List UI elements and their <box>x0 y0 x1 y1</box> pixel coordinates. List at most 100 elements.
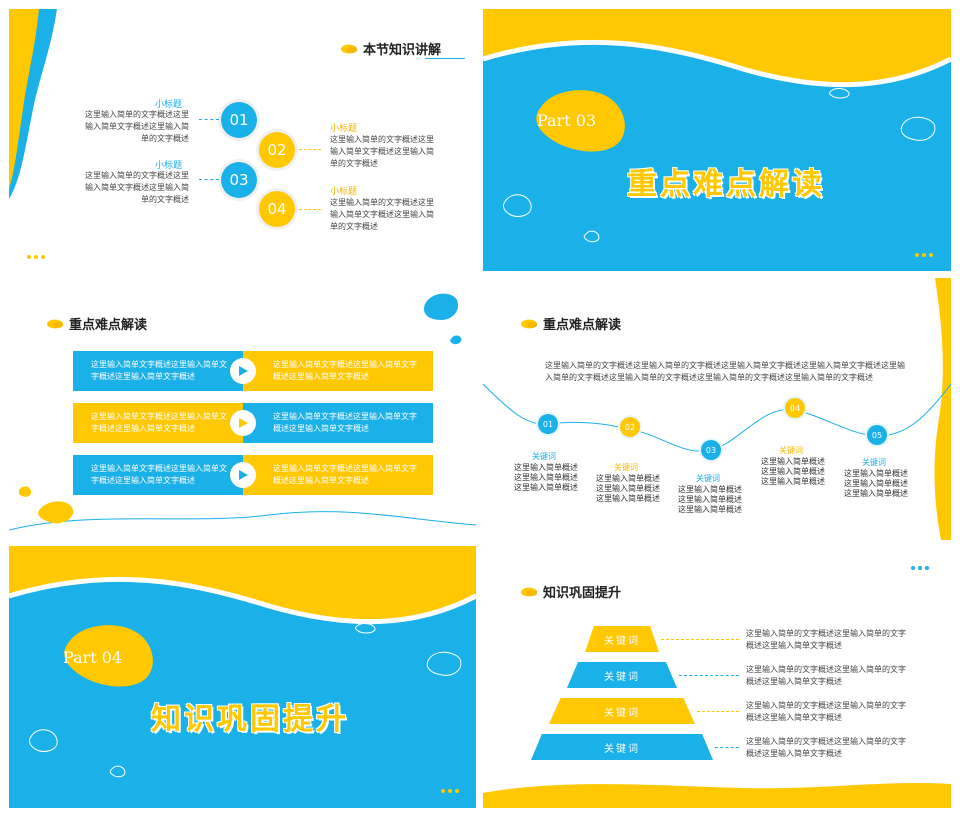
point2-body: 这里输入简单概述这里输入简单概述这里输入简单概述 <box>596 474 660 503</box>
top-wave-band <box>9 546 476 625</box>
left-wave-decoration <box>9 9 57 199</box>
point3-body: 这里输入简单概述这里输入简单概述这里输入简单概述 <box>678 485 742 514</box>
tier1-connector <box>661 639 739 640</box>
outline-blob-3 <box>109 765 126 778</box>
point5-keyword: 关键词 <box>862 458 886 467</box>
item1-connector <box>199 119 219 120</box>
point4-badge: 04 <box>785 398 805 418</box>
item2-connector <box>299 149 321 150</box>
play-icon <box>230 410 256 436</box>
row2-right-text: 这里输入简单文字概述这里输入简单文字概述这里输入简单文字概述 <box>243 403 433 443</box>
bottom-wave-decoration <box>9 486 476 531</box>
point4-body: 这里输入简单概述这里输入简单概述这里输入简单概述 <box>761 457 825 486</box>
pyramid-tier-4: 关键词 <box>531 734 713 760</box>
tier1-body: 这里输入简单的文字概述这里输入简单的文字概述这里输入简单文字概述 <box>746 629 906 650</box>
slide6-title-row: 知识巩固提升 <box>521 582 621 601</box>
outline-blob-1 <box>426 651 462 676</box>
slide-part-03-cover[interactable]: Part 03 重点难点解读 <box>483 9 951 271</box>
point2-badge: 02 <box>620 417 640 437</box>
point5-badge: 05 <box>867 425 887 445</box>
leaf-icon <box>521 319 537 328</box>
tier3-body: 这里输入简单的文字概述这里输入简单的文字概述这里输入简单文字概述 <box>746 701 906 722</box>
yellow-blob <box>536 90 625 152</box>
leaf-icon <box>521 587 537 596</box>
play-icon <box>230 462 256 488</box>
play-icon <box>230 358 256 384</box>
item2-body: 这里输入简单的文字概述这里输入简单文字概述这里输入简单的文字概述 <box>330 135 434 168</box>
outline-blob-2 <box>503 194 532 218</box>
row3-right-text: 这里输入简单文字概述这里输入简单文字概述这里输入简单文字概述 <box>243 455 433 495</box>
leaf-icon <box>341 44 357 53</box>
slide-part-04-cover[interactable]: Part 04 知识巩固提升 <box>9 546 476 808</box>
item3-subtitle: 小标题 <box>155 161 183 171</box>
item1-body: 这里输入简单的文字概述这里输入简单文字概述这里输入简单的文字概述 <box>85 110 189 143</box>
slide-key-points-rows[interactable]: 重点难点解读 这里输入简单文字概述这里输入简单文字概述这里输入简单文字概述 这里… <box>9 278 476 540</box>
item3-connector <box>199 179 219 180</box>
item4-body: 这里输入简单的文字概述这里输入简单文字概述这里输入简单的文字概述 <box>330 198 434 231</box>
point3-keyword: 关键词 <box>696 474 720 483</box>
point1-keyword: 关键词 <box>532 452 556 461</box>
section-title: 知识巩固提升 <box>151 702 349 737</box>
tier3-connector <box>697 711 739 712</box>
part-label: Part 04 <box>63 648 123 667</box>
item2-subtitle: 小标题 <box>330 124 358 134</box>
slide3-title-row: 重点难点解读 <box>47 314 147 333</box>
slide4-title-row: 重点难点解读 <box>521 314 621 333</box>
item3-body: 这里输入简单的文字概述这里输入简单文字概述这里输入简单的文字概述 <box>85 171 189 204</box>
bottom-yellow-wave <box>483 783 951 808</box>
right-yellow-edge <box>934 278 951 540</box>
row3-left-text: 这里输入简单文字概述这里输入简单文字概述这里输入简单文字概述 <box>73 455 243 495</box>
key-row-1: 这里输入简单文字概述这里输入简单文字概述这里输入简单文字概述 这里输入简单文字概… <box>73 351 433 391</box>
item1-number-badge: 01 <box>221 102 257 138</box>
pyramid-tier-1: 关键词 <box>585 626 659 652</box>
row2-left-text: 这里输入简单文字概述这里输入简单文字概述这里输入简单文字概述 <box>73 403 243 443</box>
tier4-connector <box>715 747 739 748</box>
dots-decoration <box>27 255 45 259</box>
point1-body: 这里输入简单概述这里输入简单概述这里输入简单概述 <box>514 463 578 492</box>
pyramid-tier-3: 关键词 <box>549 698 695 724</box>
item3-number-badge: 03 <box>221 162 257 198</box>
dots-decoration <box>911 566 929 570</box>
title-underline <box>425 58 465 59</box>
top-wave-band <box>483 9 951 88</box>
slide-title: 重点难点解读 <box>69 318 148 333</box>
tier4-body: 这里输入简单的文字概述这里输入简单的文字概述这里输入简单文字概述 <box>746 737 906 758</box>
item2-number-badge: 02 <box>259 132 295 168</box>
blue-blob-top-right <box>423 293 459 320</box>
outline-blob-3 <box>583 230 600 243</box>
yellow-blob <box>64 625 153 687</box>
item1-subtitle: 小标题 <box>155 100 183 110</box>
point1-badge: 01 <box>538 414 558 434</box>
slide-title: 重点难点解读 <box>543 318 622 333</box>
item4-subtitle: 小标题 <box>330 187 358 197</box>
key-row-3: 这里输入简单文字概述这里输入简单文字概述这里输入简单文字概述 这里输入简单文字概… <box>73 455 433 495</box>
slide1-title-row: 本节知识讲解 <box>341 39 441 58</box>
row1-right-text: 这里输入简单文字概述这里输入简单文字概述这里输入简单文字概述 <box>243 351 433 391</box>
slide-title: 知识巩固提升 <box>543 586 622 601</box>
dots-decoration <box>441 789 459 793</box>
leaf-icon <box>47 319 63 328</box>
row1-left-text: 这里输入简单文字概述这里输入简单文字概述这里输入简单文字概述 <box>73 351 243 391</box>
dots-decoration <box>915 253 933 257</box>
section-title: 重点难点解读 <box>627 167 825 202</box>
item4-number-badge: 04 <box>259 191 295 227</box>
item4-connector <box>299 209 321 210</box>
point3-badge: 03 <box>701 440 721 460</box>
point4-keyword: 关键词 <box>779 446 803 455</box>
point2-keyword: 关键词 <box>614 463 638 472</box>
blue-blob-small <box>450 335 462 345</box>
point5-body: 这里输入简单概述这里输入简单概述这里输入简单概述 <box>844 469 908 498</box>
part-label: Part 03 <box>537 111 597 130</box>
slide-title: 本节知识讲解 <box>363 43 442 58</box>
key-row-2: 这里输入简单文字概述这里输入简单文字概述这里输入简单文字概述 这里输入简单文字概… <box>73 403 433 443</box>
slide-knowledge-explanation[interactable]: 本节知识讲解 小标题 这里输入简单的文字概述这里输入简单文字概述这里输入简单的文… <box>9 9 476 271</box>
outline-blob-1 <box>900 116 936 141</box>
slide-knowledge-pyramid[interactable]: 知识巩固提升 关键词 关键词 关键词 关键词 这里输入简单的文字概述这里输入简单… <box>483 546 951 808</box>
slide-key-points-timeline[interactable]: 重点难点解读 这里输入简单的文字概述这里输入简单的文字概述这里输入简单文字概述这… <box>483 278 951 540</box>
outline-blob-4 <box>355 623 376 634</box>
outline-blob-4 <box>829 88 850 99</box>
intro-text: 这里输入简单的文字概述这里输入简单的文字概述这里输入简单文字概述这里输入简单文字… <box>545 361 905 382</box>
outline-blob-2 <box>29 729 58 753</box>
pyramid-tier-2: 关键词 <box>567 662 677 688</box>
tier2-body: 这里输入简单的文字概述这里输入简单的文字概述这里输入简单文字概述 <box>746 665 906 686</box>
